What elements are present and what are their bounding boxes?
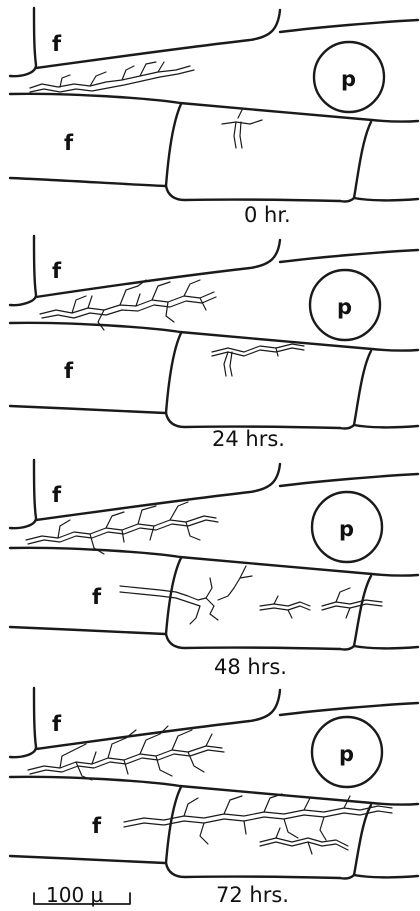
panel-24hrs: f f p 24 hrs. <box>10 236 418 451</box>
fiber-label-lower: f <box>64 131 74 155</box>
panel-72hrs: f f p <box>10 688 418 879</box>
time-label: 24 hrs. <box>212 427 285 451</box>
fiber-label-upper: f <box>52 259 62 283</box>
panel-48hrs: f f p 48 hrs. <box>10 460 418 679</box>
cell-outlines <box>10 8 418 202</box>
fiber-label-upper: f <box>52 32 62 56</box>
panel-0hr: f f p 0 hr. <box>10 8 418 227</box>
scale-bar: 100 µ <box>34 883 130 907</box>
time-label-72hrs: 72 hrs. <box>216 883 289 907</box>
hyphae-lower <box>120 566 382 624</box>
time-label: 48 hrs. <box>214 655 287 679</box>
hyphae-lower <box>222 110 262 148</box>
fiber-label-upper: f <box>52 712 62 736</box>
hyphae-upper <box>26 502 218 554</box>
cell-outlines <box>10 236 418 429</box>
fiber-label-lower: f <box>64 359 74 383</box>
particle-label: p <box>339 517 354 541</box>
cell-outlines <box>10 460 418 650</box>
fiber-label-lower: f <box>92 585 102 609</box>
hyphae-lower <box>212 344 304 376</box>
particle-label: p <box>337 295 352 319</box>
particle-label: p <box>341 67 356 91</box>
fiber-label-upper: f <box>52 483 62 507</box>
particle-label: p <box>339 742 354 766</box>
fiber-label-lower: f <box>92 814 102 838</box>
scale-bar-label: 100 µ <box>46 883 104 907</box>
time-label: 0 hr. <box>244 203 291 227</box>
hyphae-lower <box>124 794 392 854</box>
cell-outlines <box>10 688 418 879</box>
